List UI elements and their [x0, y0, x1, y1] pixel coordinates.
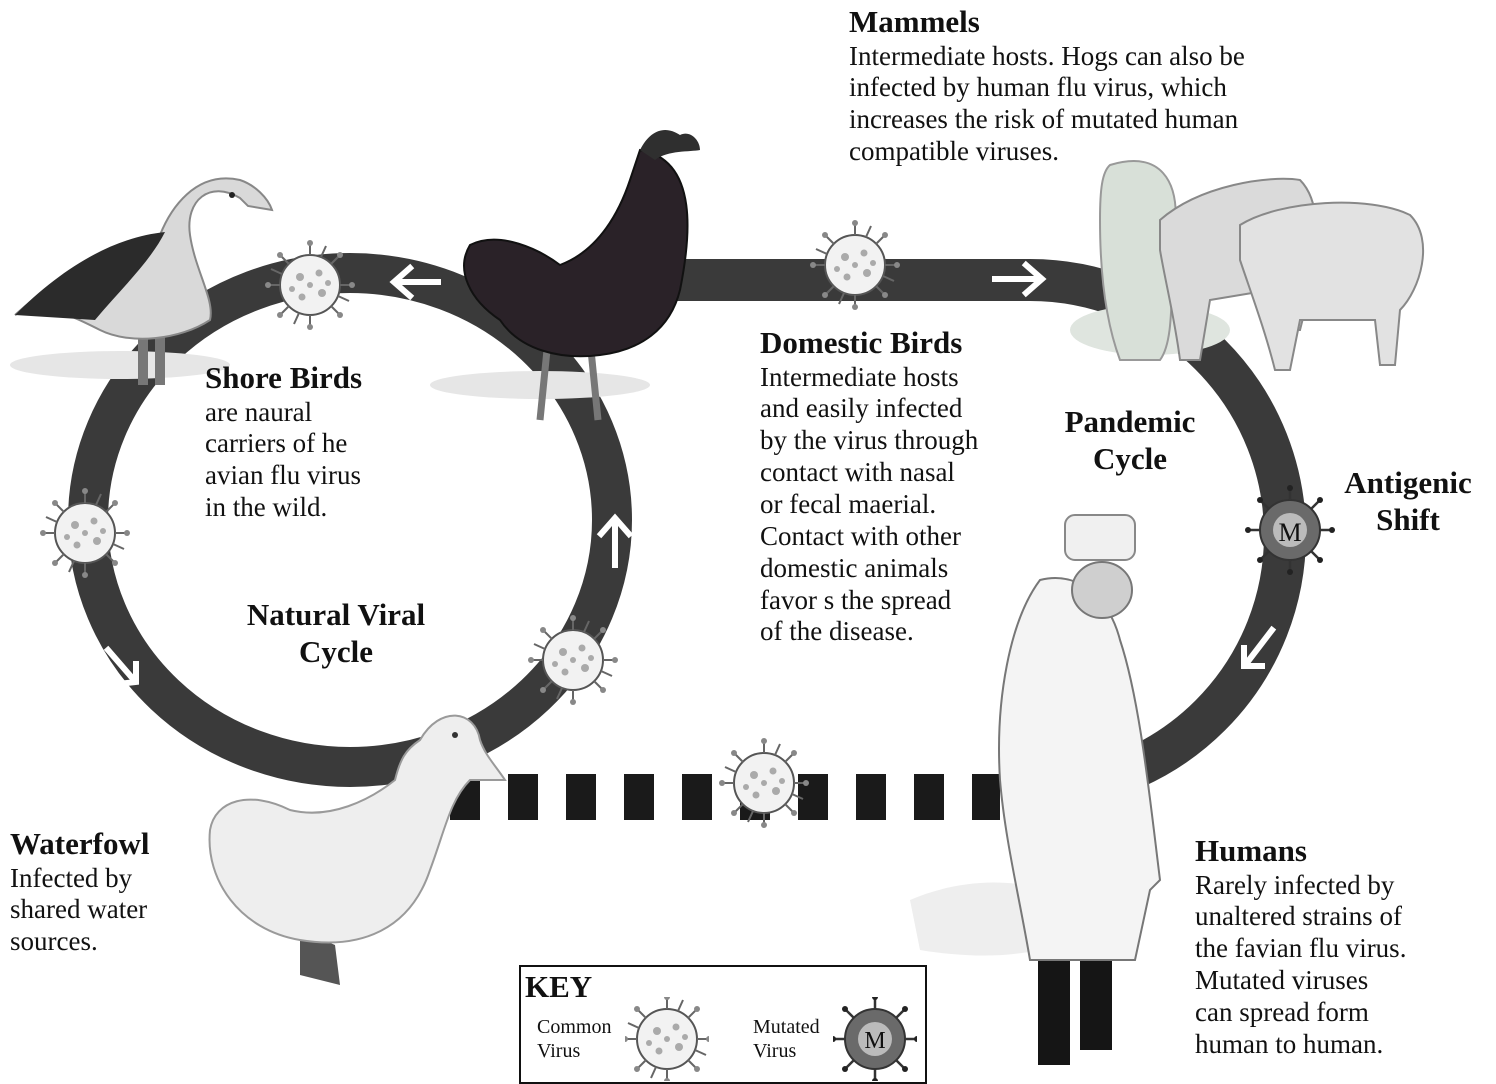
rooster-illustration: [430, 130, 700, 420]
antigenic-shift-line: Antigenic: [1330, 465, 1486, 502]
pandemic-cycle-label: Pandemic Cycle: [1040, 404, 1220, 477]
shore-birds-line: in the wild.: [205, 492, 362, 524]
natural-viral-cycle-label: Natural Viral Cycle: [226, 597, 446, 670]
mammals-heading: Mammels: [849, 4, 1245, 41]
pandemic-cycle-line: Pandemic: [1040, 404, 1220, 441]
domestic-birds-heading: Domestic Birds: [760, 325, 978, 362]
legend-title: KEY: [525, 969, 592, 1005]
domestic-birds-line: domestic animals: [760, 553, 978, 585]
waterfowl-section: Waterfowl Infected by shared water sourc…: [10, 826, 149, 958]
mammals-line: infected by human flu virus, which: [849, 72, 1245, 104]
natural-viral-cycle-line: Cycle: [226, 634, 446, 671]
shore-birds-line: carriers of he: [205, 428, 362, 460]
humans-line: unaltered strains of: [1195, 901, 1406, 933]
domestic-birds-line: by the virus through: [760, 425, 978, 457]
shore-birds-line: are naural: [205, 397, 362, 429]
domestic-birds-line: Contact with other: [760, 521, 978, 553]
legend-key: KEY Common Virus Mutated Virus M: [519, 965, 927, 1084]
domestic-birds-line: and easily infected: [760, 393, 978, 425]
legend-mutated-label: Mutated Virus: [753, 1015, 820, 1063]
pandemic-cycle-line: Cycle: [1040, 441, 1220, 478]
common-virus-icon: [719, 738, 809, 828]
mammals-line: increases the risk of mutated human: [849, 104, 1245, 136]
humans-line: can spread form: [1195, 997, 1406, 1029]
mutated-virus-mark: M: [1278, 518, 1301, 547]
humans-line: the favian flu virus.: [1195, 933, 1406, 965]
legend-mutated-mark: M: [864, 1028, 885, 1054]
waterfowl-heading: Waterfowl: [10, 826, 149, 863]
humans-line: human to human.: [1195, 1029, 1406, 1061]
legend-mutated-line: Virus: [753, 1039, 820, 1063]
waterfowl-line: sources.: [10, 926, 149, 958]
antigenic-shift-line: Shift: [1330, 502, 1486, 539]
domestic-birds-line: contact with nasal: [760, 457, 978, 489]
waterfowl-line: Infected by: [10, 863, 149, 895]
mammals-section: Mammels Intermediate hosts. Hogs can als…: [849, 4, 1245, 168]
shore-birds-heading: Shore Birds: [205, 360, 362, 397]
humans-section: Humans Rarely infected by unaltered stra…: [1195, 833, 1406, 1061]
natural-viral-cycle-line: Natural Viral: [226, 597, 446, 634]
legend-mutated-virus-icon: M: [833, 997, 917, 1081]
mammals-line: compatible viruses.: [849, 136, 1245, 168]
waterfowl-line: shared water: [10, 894, 149, 926]
common-virus-icon: [265, 240, 355, 330]
domestic-birds-line: favor s the spread: [760, 585, 978, 617]
humans-heading: Humans: [1195, 833, 1406, 870]
domestic-birds-line: of the disease.: [760, 616, 978, 648]
common-virus-icon: [528, 615, 618, 705]
common-virus-icon: [40, 488, 130, 578]
legend-common-line: Virus: [537, 1039, 611, 1063]
shore-birds-section: Shore Birds are naural carriers of he av…: [205, 360, 362, 524]
humans-line: Rarely infected by: [1195, 870, 1406, 902]
domestic-birds-line: or fecal maerial.: [760, 489, 978, 521]
domestic-birds-section: Domestic Birds Intermediate hosts and ea…: [760, 325, 978, 648]
legend-common-line: Common: [537, 1015, 611, 1039]
shore-birds-line: avian flu virus: [205, 460, 362, 492]
antigenic-shift-label: Antigenic Shift: [1330, 465, 1486, 538]
domestic-birds-line: Intermediate hosts: [760, 362, 978, 394]
legend-common-virus-icon: [625, 997, 709, 1081]
legend-common-label: Common Virus: [537, 1015, 611, 1063]
common-virus-icon: [810, 220, 900, 310]
legend-mutated-line: Mutated: [753, 1015, 820, 1039]
pig-illustration: [1070, 161, 1423, 370]
mammals-line: Intermediate hosts. Hogs can also be: [849, 41, 1245, 73]
humans-line: Mutated viruses: [1195, 965, 1406, 997]
